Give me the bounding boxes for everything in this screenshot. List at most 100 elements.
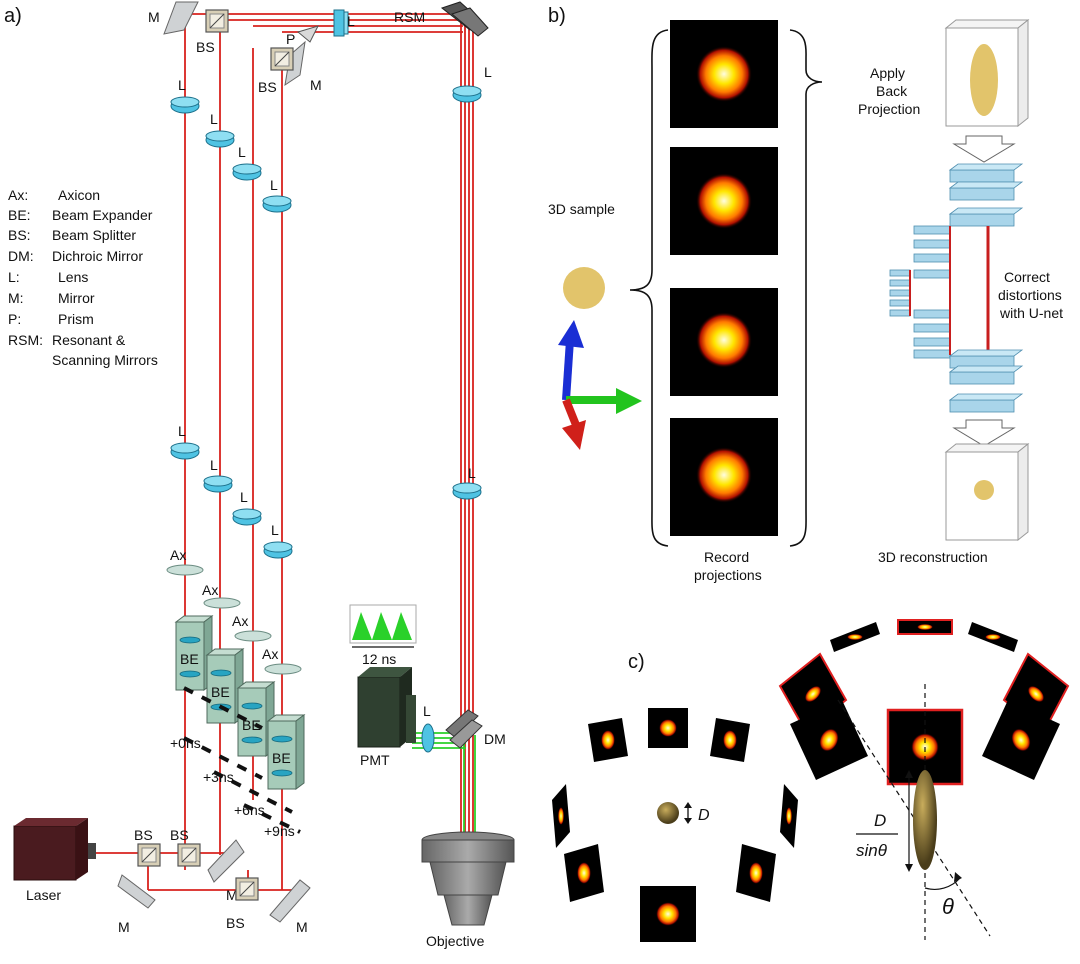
svg-text:L: L bbox=[210, 111, 218, 127]
axicon-2: Ax bbox=[202, 582, 241, 609]
svg-text:Ax: Ax bbox=[202, 582, 218, 598]
fraction-numerator: D bbox=[874, 811, 886, 830]
beam-splitter-bottom-1: BS bbox=[134, 827, 161, 867]
lens-b3: L bbox=[232, 489, 262, 526]
unet-diagram bbox=[889, 163, 1024, 413]
label-bs-1: BS bbox=[196, 39, 215, 55]
axicons: Ax Ax Ax Ax bbox=[166, 547, 302, 675]
beam-expanders: BE BE BE BE bbox=[174, 615, 306, 790]
svg-text:L: L bbox=[270, 177, 278, 193]
lens-a1: L bbox=[170, 77, 200, 114]
beam-splitter-top-1: BS bbox=[196, 9, 229, 55]
svg-text:L: L bbox=[238, 144, 246, 160]
svg-text:L: L bbox=[240, 489, 248, 505]
delay-9: +9ns bbox=[264, 823, 295, 839]
apply-label-3: Projection bbox=[858, 101, 920, 117]
lenses: L L L L L L L L L L L bbox=[170, 9, 492, 559]
right-brace bbox=[789, 29, 823, 547]
theta-label: θ bbox=[942, 894, 954, 919]
sample-label: 3D sample bbox=[548, 201, 615, 217]
projection-1 bbox=[670, 20, 778, 128]
lens-main-2: L bbox=[452, 465, 482, 500]
svg-text:L: L bbox=[178, 77, 186, 93]
correct-label-1: Correct bbox=[1004, 269, 1050, 285]
axicon-3: Ax bbox=[232, 613, 272, 642]
reconstruction-label: 3D reconstruction bbox=[878, 549, 988, 565]
lens-a3: L bbox=[232, 144, 262, 181]
svg-text:BE: BE bbox=[242, 717, 261, 733]
arrow-down-2 bbox=[952, 419, 1016, 447]
label-p: P bbox=[286, 31, 295, 47]
legend-text-be: Beam Expander bbox=[52, 207, 153, 223]
legend-abbr-dm: DM: bbox=[8, 248, 34, 264]
beam-splitter-bottom-3: BS bbox=[226, 877, 259, 931]
legend-abbr-rsm: RSM: bbox=[8, 332, 43, 348]
mirror-bottom-1 bbox=[207, 839, 245, 883]
mirror-top-left bbox=[163, 1, 199, 35]
pmt-detector: PMT bbox=[357, 667, 416, 768]
label-m-1: M bbox=[148, 9, 160, 25]
delay-6: +6ns bbox=[234, 802, 265, 818]
apply-label-1: Apply bbox=[870, 65, 905, 81]
projection-4 bbox=[670, 418, 778, 536]
record-label-2: projections bbox=[694, 567, 762, 583]
beam-splitters: BS BS BS BS BS bbox=[134, 9, 294, 931]
projection-images bbox=[670, 20, 778, 536]
diameter-label: D bbox=[698, 807, 710, 824]
pulse-width-label: 12 ns bbox=[362, 651, 396, 667]
svg-text:Ax: Ax bbox=[232, 613, 248, 629]
legend-abbr-ax: Ax: bbox=[8, 187, 28, 203]
mirror-bottom-3 bbox=[269, 879, 311, 923]
label-pmt: PMT bbox=[360, 752, 390, 768]
legend-abbr-l: L: bbox=[8, 269, 20, 285]
svg-text:L: L bbox=[468, 465, 476, 481]
lens-main-1: L bbox=[452, 64, 492, 103]
beam-expander-1: BE bbox=[174, 615, 214, 691]
projection-ring: D bbox=[552, 708, 798, 942]
correct-label-2: distortions bbox=[998, 287, 1062, 303]
arrow-down-1 bbox=[952, 135, 1016, 163]
correct-label-3: with U-net bbox=[999, 305, 1063, 321]
delay-markers: +0ns +3ns +6ns +9ns bbox=[170, 686, 301, 839]
svg-text:BE: BE bbox=[211, 684, 230, 700]
label-m-3: M bbox=[226, 887, 238, 903]
panel-label-b: b) bbox=[548, 5, 566, 27]
lens-b1: L bbox=[170, 423, 200, 460]
back-projection-volume bbox=[944, 18, 1030, 128]
legend: Ax:Axicon BE:Beam Expander BS:Beam Split… bbox=[8, 187, 158, 368]
lens-a4: L bbox=[262, 177, 292, 213]
svg-text:L: L bbox=[484, 64, 492, 80]
beam-expander-4: BE bbox=[266, 714, 306, 790]
record-label-1: Record bbox=[704, 549, 749, 565]
legend-text-rsm-2: Scanning Mirrors bbox=[52, 352, 158, 368]
axicon-4: Ax bbox=[262, 646, 302, 675]
label-objective: Objective bbox=[426, 933, 485, 949]
panel-label-a: a) bbox=[4, 5, 22, 27]
svg-text:BE: BE bbox=[272, 750, 291, 766]
legend-abbr-bs: BS: bbox=[8, 227, 31, 243]
legend-abbr-m: M: bbox=[8, 290, 24, 306]
legend-text-dm: Dichroic Mirror bbox=[52, 248, 143, 264]
sample-sphere bbox=[563, 267, 605, 309]
legend-abbr-p: P: bbox=[8, 311, 21, 327]
svg-text:L: L bbox=[423, 703, 431, 719]
svg-text:L: L bbox=[271, 522, 279, 538]
mirrors: M M M M M bbox=[117, 1, 322, 935]
legend-text-ax: Axicon bbox=[58, 187, 100, 203]
svg-text:L: L bbox=[210, 457, 218, 473]
beam-splitter-bottom-2: BS bbox=[170, 827, 201, 867]
svg-text:Ax: Ax bbox=[262, 646, 278, 662]
pulse-train-inset: 12 ns bbox=[349, 604, 417, 667]
label-m-4: M bbox=[118, 919, 130, 935]
legend-text-p: Prism bbox=[58, 311, 94, 327]
label-dm: DM bbox=[484, 731, 506, 747]
label-m-2: M bbox=[310, 77, 322, 93]
lens-b4: L bbox=[263, 522, 293, 559]
svg-text:Ax: Ax bbox=[170, 547, 186, 563]
label-rsm: RSM bbox=[394, 9, 425, 25]
legend-text-l: Lens bbox=[58, 269, 88, 285]
legend-abbr-be: BE: bbox=[8, 207, 31, 223]
label-m-5: M bbox=[296, 919, 308, 935]
angle-geometry: D sinθ θ bbox=[837, 684, 991, 940]
